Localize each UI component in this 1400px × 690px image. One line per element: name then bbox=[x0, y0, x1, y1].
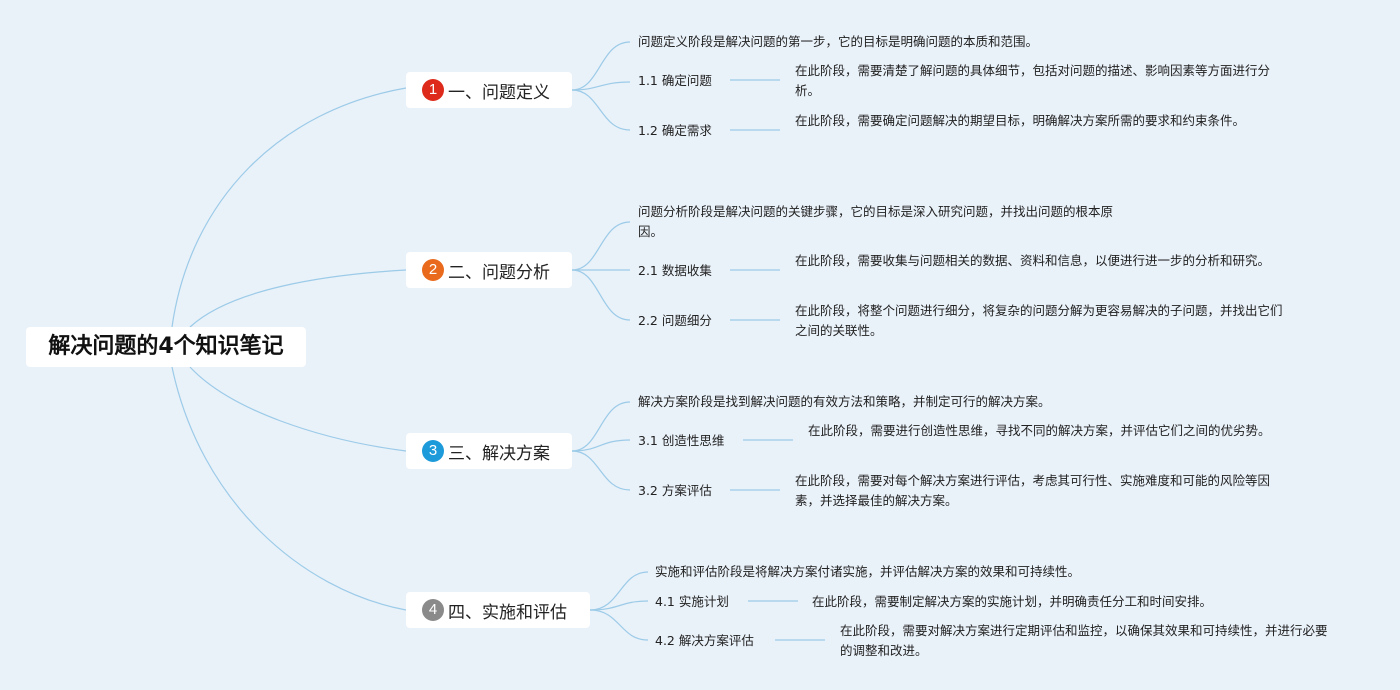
number-badge-4: 4 bbox=[422, 599, 444, 621]
section-2-title: 二、问题分析 bbox=[448, 262, 550, 283]
item-1-1-desc[interactable]: 在此阶段，需要清楚了解问题的具体细节，包括对问题的描述、影响因素等方面进行分析。 bbox=[795, 63, 1271, 98]
item-2-1-label[interactable]: 2.1 数据收集 bbox=[638, 263, 712, 278]
item-1-2-desc[interactable]: 在此阶段，需要确定问题解决的期望目标，明确解决方案所需的要求和约束条件。 bbox=[795, 113, 1246, 128]
item-3-2-label[interactable]: 3.2 方案评估 bbox=[638, 483, 712, 498]
item-2-2-desc[interactable]: 在此阶段，将整个问题进行细分，将复杂的问题分解为更容易解决的子问题，并找出它们之… bbox=[795, 303, 1283, 338]
item-3-2-desc[interactable]: 在此阶段，需要对每个解决方案进行评估，考虑其可行性、实施难度和可能的风险等因素，… bbox=[795, 473, 1271, 508]
item-4-2-desc[interactable]: 在此阶段，需要对解决方案进行定期评估和监控，以确保其效果和可持续性，并进行必要的… bbox=[840, 623, 1328, 658]
section-4-summary[interactable]: 实施和评估阶段是将解决方案付诸实施，并评估解决方案的效果和可持续性。 bbox=[655, 564, 1081, 579]
item-2-1-desc[interactable]: 在此阶段，需要收集与问题相关的数据、资料和信息，以便进行进一步的分析和研究。 bbox=[795, 253, 1271, 268]
number-badge-1: 1 bbox=[422, 79, 444, 101]
item-4-2-label[interactable]: 4.2 解决方案评估 bbox=[655, 633, 754, 648]
section-4-title: 四、实施和评估 bbox=[448, 602, 567, 623]
item-3-1-desc[interactable]: 在此阶段，需要进行创造性思维，寻找不同的解决方案，并评估它们之间的优劣势。 bbox=[808, 423, 1271, 438]
item-2-2-label[interactable]: 2.2 问题细分 bbox=[638, 313, 712, 328]
item-4-1-desc[interactable]: 在此阶段，需要制定解决方案的实施计划，并明确责任分工和时间安排。 bbox=[812, 594, 1213, 609]
root-topic[interactable]: 解决问题的4个知识笔记 bbox=[26, 327, 306, 367]
section-3-summary[interactable]: 解决方案阶段是找到解决问题的有效方法和策略，并制定可行的解决方案。 bbox=[638, 394, 1051, 409]
number-badge-3: 3 bbox=[422, 440, 444, 462]
item-4-1-label[interactable]: 4.1 实施计划 bbox=[655, 594, 729, 609]
section-3-title: 三、解决方案 bbox=[448, 443, 550, 464]
section-1-node[interactable]: 1 一、问题定义 bbox=[406, 72, 572, 108]
section-4-node[interactable]: 4 四、实施和评估 bbox=[406, 592, 590, 628]
item-1-1-label[interactable]: 1.1 确定问题 bbox=[638, 73, 712, 88]
section-1-title: 一、问题定义 bbox=[448, 82, 550, 103]
section-1-summary[interactable]: 问题定义阶段是解决问题的第一步，它的目标是明确问题的本质和范围。 bbox=[638, 34, 1039, 49]
section-2-node[interactable]: 2 二、问题分析 bbox=[406, 252, 572, 288]
item-1-2-label[interactable]: 1.2 确定需求 bbox=[638, 123, 712, 138]
section-3-node[interactable]: 3 三、解决方案 bbox=[406, 433, 572, 469]
section-2-summary[interactable]: 问题分析阶段是解决问题的关键步骤，它的目标是深入研究问题，并找出问题的根本原因。 bbox=[638, 204, 1114, 239]
number-badge-2: 2 bbox=[422, 259, 444, 281]
item-3-1-label[interactable]: 3.1 创造性思维 bbox=[638, 433, 725, 448]
